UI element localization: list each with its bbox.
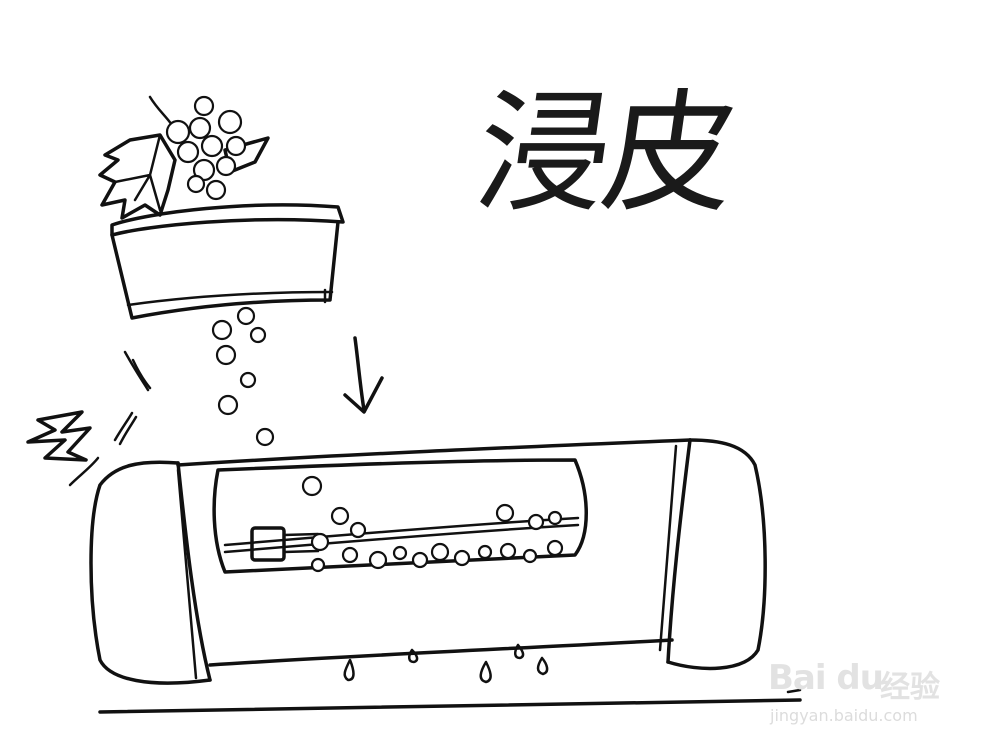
grapes-in-drum bbox=[301, 475, 564, 573]
watermark-url: jingyan.baidu.com bbox=[770, 706, 918, 725]
floor-line bbox=[98, 688, 802, 714]
grape-leaf-icon bbox=[98, 95, 270, 220]
watermark: Bai du 经验 jingyan.baidu.com bbox=[760, 640, 960, 730]
watermark-logo: Bai du bbox=[768, 658, 884, 698]
page-title: 浸皮 bbox=[467, 77, 741, 231]
splash-icon bbox=[26, 410, 92, 462]
arrow-down-icon bbox=[343, 336, 384, 414]
bucket-icon bbox=[110, 203, 345, 320]
water-drips bbox=[343, 643, 549, 684]
watermark-brand: 经验 bbox=[880, 670, 940, 705]
grapes-icon bbox=[165, 95, 247, 201]
motion-lines bbox=[68, 350, 152, 487]
falling-grapes bbox=[211, 306, 275, 447]
soaking-drum-icon bbox=[89, 438, 767, 685]
